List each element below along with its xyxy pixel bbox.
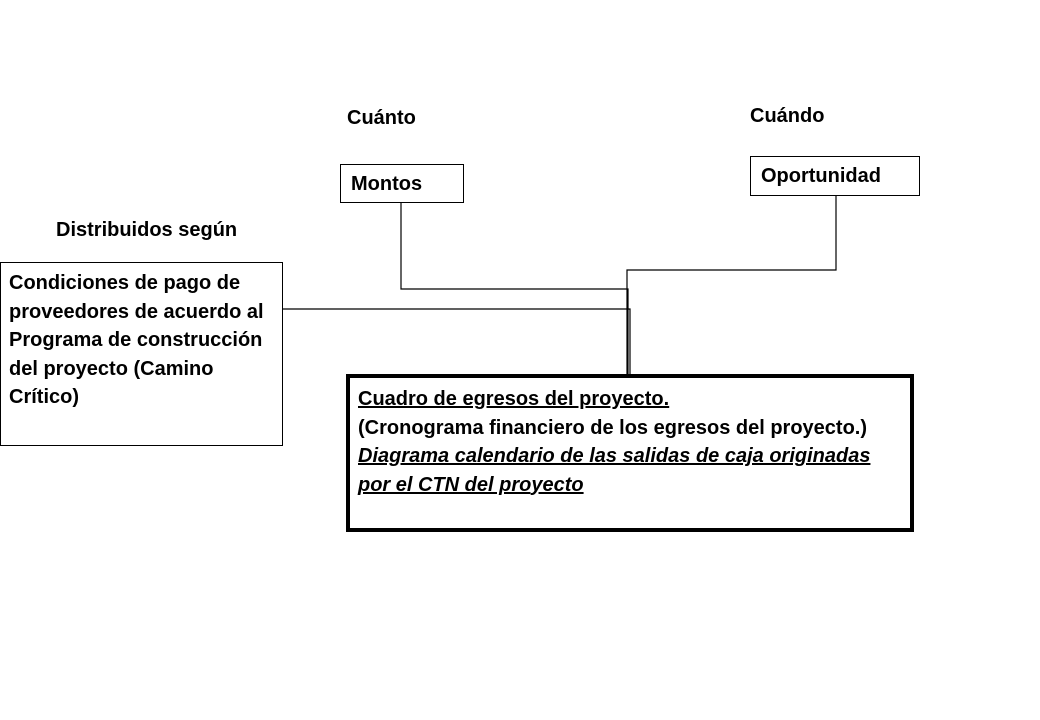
- connector-condiciones: [283, 308, 631, 376]
- cuadro-title: Cuadro de egresos del proyecto.: [358, 388, 670, 410]
- connector-montos: [400, 203, 629, 376]
- box-cuadro-egresos: Cuadro de egresos del proyecto. (Cronogr…: [346, 374, 914, 532]
- box-condiciones-text: Condiciones de pago de proveedores de ac…: [9, 272, 264, 408]
- box-montos: Montos: [340, 164, 464, 203]
- header-distribuidos: Distribuidos según: [56, 219, 238, 241]
- cuadro-description: Diagrama calendario de las salidas de ca…: [358, 445, 871, 496]
- box-montos-text: Montos: [351, 173, 423, 195]
- box-oportunidad: Oportunidad: [750, 156, 920, 196]
- box-condiciones: Condiciones de pago de proveedores de ac…: [0, 262, 283, 446]
- header-cuando: Cuándo: [750, 105, 825, 127]
- header-cuanto: Cuánto: [347, 107, 416, 129]
- box-oportunidad-text: Oportunidad: [761, 165, 881, 187]
- connector-oportunidad: [626, 196, 837, 376]
- cuadro-subtitle: (Cronograma financiero de los egresos de…: [358, 416, 868, 439]
